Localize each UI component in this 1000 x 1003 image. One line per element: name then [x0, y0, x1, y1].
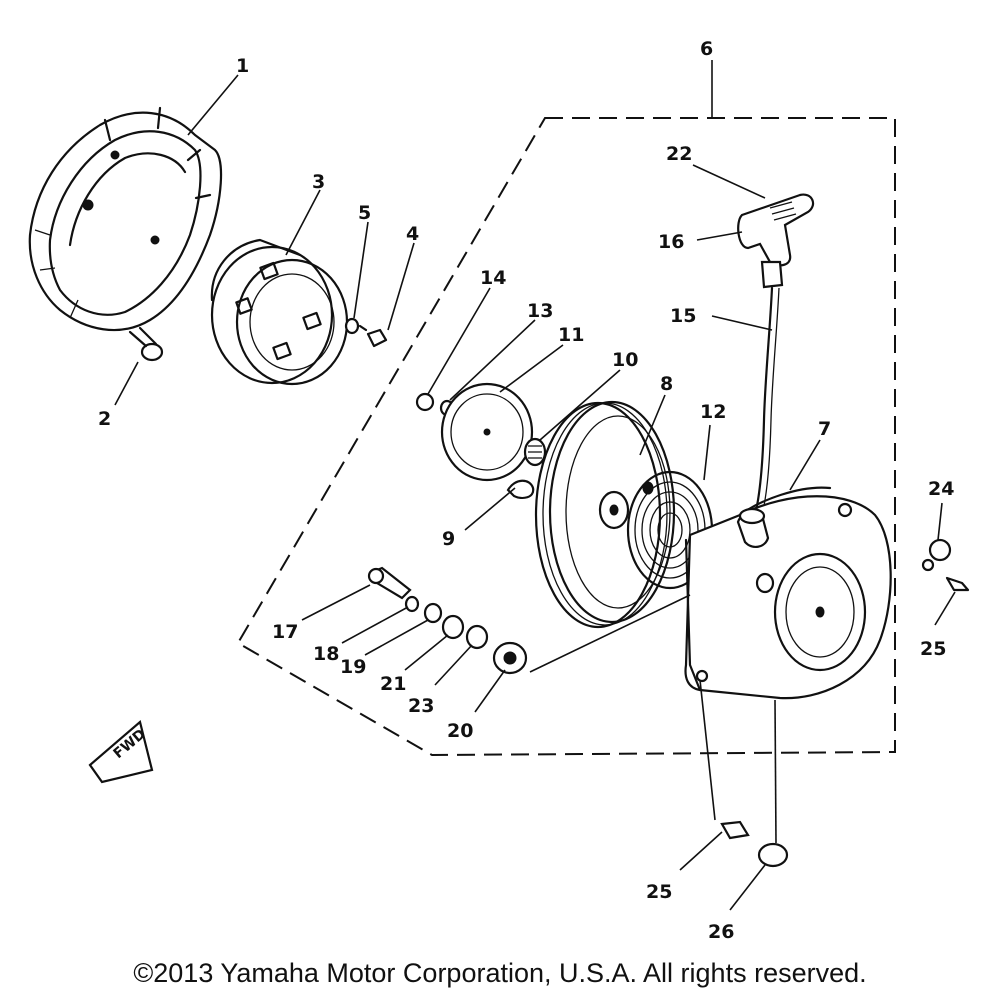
part-11-plate-drawing — [440, 382, 534, 482]
copyright-notice: ©2013 Yamaha Motor Corporation, U.S.A. A… — [133, 958, 867, 988]
callout-21: 21 — [380, 673, 406, 695]
callout-3: 3 — [312, 171, 325, 193]
assembly-boundary-dashed — [236, 117, 896, 757]
callout-labels: 1 2 3 4 5 6 7 8 9 10 11 12 13 14 15 16 1… — [98, 38, 954, 943]
callout-6: 6 — [700, 38, 713, 60]
callout-9: 9 — [442, 528, 455, 550]
leader-lines — [114, 60, 956, 911]
callout-25-right: 25 — [920, 638, 946, 660]
callout-5: 5 — [358, 202, 371, 224]
callout-14: 14 — [480, 267, 506, 289]
callout-17: 17 — [272, 621, 298, 643]
part-7-starter-case-drawing — [684, 486, 892, 700]
part-25-26-bottom-drawing — [720, 820, 789, 868]
callout-19: 19 — [340, 656, 366, 678]
callout-24: 24 — [928, 478, 954, 500]
part-3-pulley-drawing — [210, 238, 349, 386]
callout-22: 22 — [666, 143, 692, 165]
part-10-spring-drawing — [523, 437, 547, 467]
fwd-direction-badge: FWD — [88, 720, 154, 784]
callout-7: 7 — [818, 418, 831, 440]
part-2-bolt-drawing — [128, 326, 164, 362]
exploded-parts-diagram: FWD 1 2 3 4 — [28, 38, 970, 943]
parts-17-23-fastener-stack-drawing — [367, 566, 528, 675]
part-15-rope-drawing — [753, 286, 774, 517]
callout-20: 20 — [447, 720, 473, 742]
part-16-handle-drawing — [737, 193, 815, 289]
callout-4: 4 — [406, 223, 419, 245]
callout-11: 11 — [558, 324, 584, 346]
callout-18: 18 — [313, 643, 339, 665]
callout-23: 23 — [408, 695, 434, 717]
part-24-25-right-drawing — [921, 538, 970, 592]
callout-25-bottom: 25 — [646, 881, 672, 903]
callout-2: 2 — [98, 408, 111, 430]
callout-15: 15 — [670, 305, 696, 327]
callout-10: 10 — [612, 349, 638, 371]
part-1-housing-drawing — [28, 106, 223, 332]
callout-26: 26 — [708, 921, 734, 943]
callout-13: 13 — [527, 300, 553, 322]
callout-1: 1 — [236, 55, 249, 77]
part-4-5-bolt-washer-drawing — [344, 317, 388, 348]
part-9-pawl-drawing — [506, 479, 535, 499]
callout-12: 12 — [700, 401, 726, 423]
callout-16: 16 — [658, 231, 684, 253]
callout-8: 8 — [660, 373, 673, 395]
